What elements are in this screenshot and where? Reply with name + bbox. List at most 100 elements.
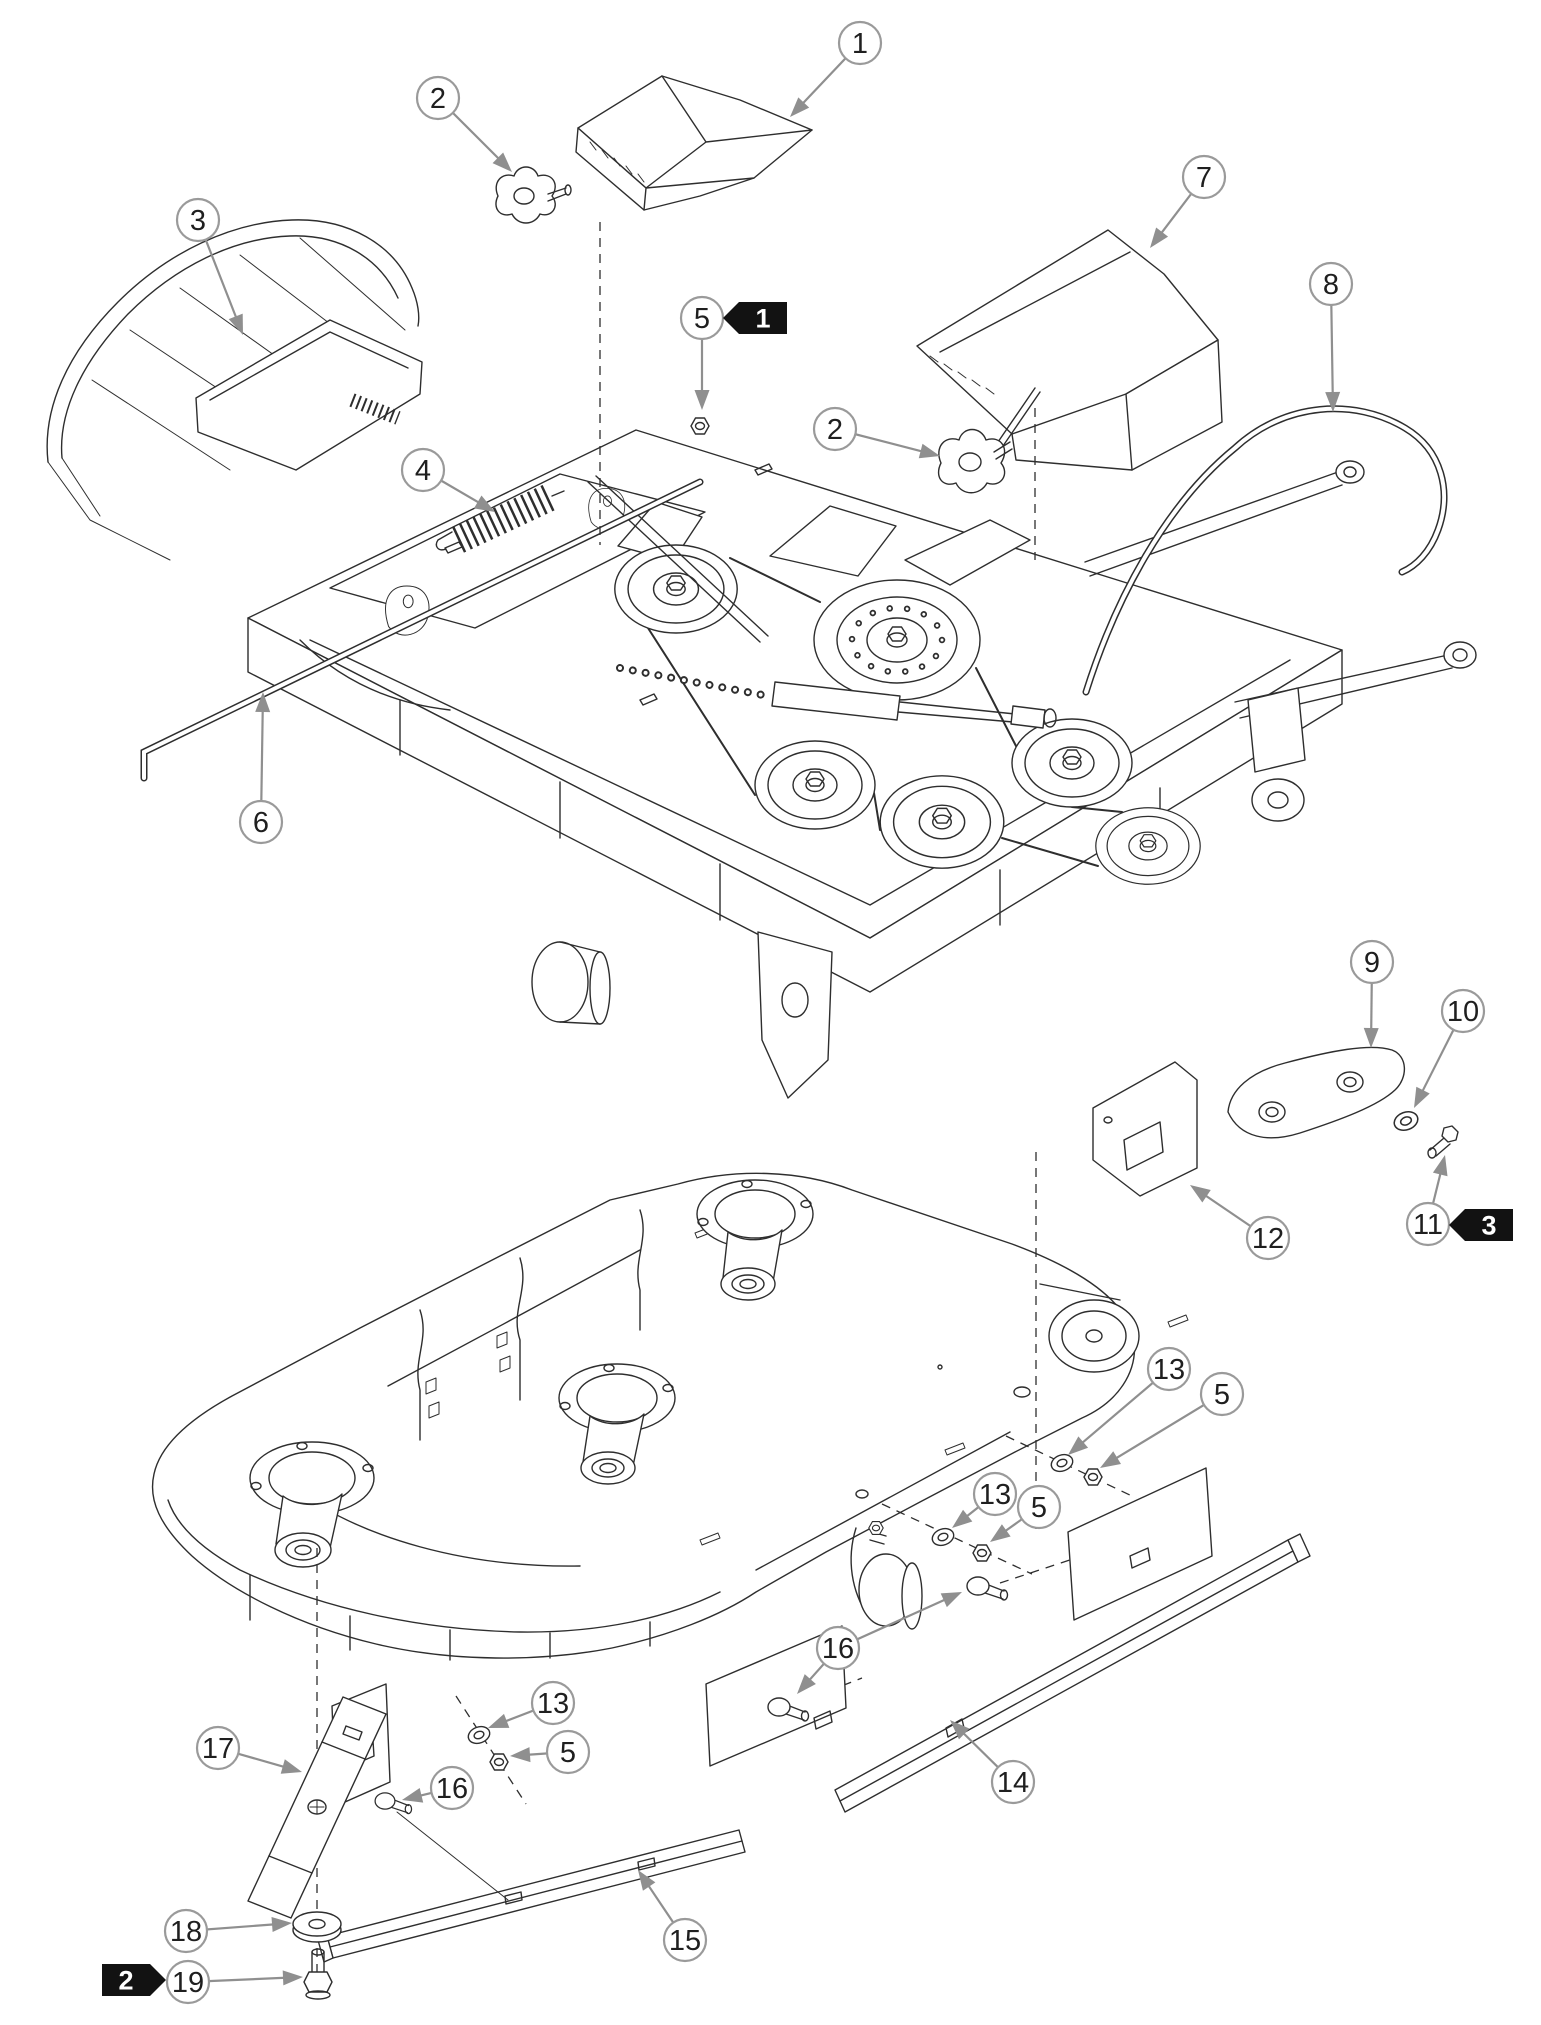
callout-circle — [238, 799, 284, 845]
part-13-washer — [929, 1525, 957, 1549]
part-5-nut — [1083, 1468, 1103, 1486]
callout-circle — [1199, 1371, 1245, 1417]
callout-circle — [1016, 1484, 1062, 1530]
part-13-washer — [1048, 1451, 1076, 1475]
callout-15: 15 — [638, 1870, 708, 1963]
part-11-bolt — [1427, 1125, 1459, 1159]
callout-circle — [1245, 1215, 1291, 1261]
callout-number: 15 — [669, 1925, 701, 1957]
mounting-hardware-right — [1092, 1046, 1459, 1197]
part-16-bolt — [374, 1792, 413, 1815]
callout-number: 5 — [1031, 1492, 1047, 1524]
callout-number: 6 — [253, 807, 269, 839]
callout-circle — [1181, 154, 1227, 200]
leader-arrowhead — [255, 692, 271, 713]
baffle-plate — [1067, 1467, 1213, 1621]
callout-number: 3 — [190, 205, 206, 237]
callout-number: 13 — [1153, 1354, 1185, 1386]
leader-arrowhead — [950, 1720, 970, 1740]
part-18-washer — [292, 1911, 342, 1943]
callout-number: 5 — [1214, 1379, 1230, 1411]
leader-arrowhead — [1190, 1185, 1211, 1203]
step-flag-2: 2 — [102, 1964, 166, 1996]
callout-number: 9 — [1364, 947, 1380, 979]
callout-12: 12 — [1190, 1185, 1291, 1261]
callout-number: 18 — [170, 1916, 202, 1948]
spindle-cones — [249, 1179, 814, 1568]
leader-arrowhead — [473, 495, 495, 512]
lower-assembly-drawing — [151, 1172, 1189, 1807]
flag-shape — [723, 302, 787, 334]
leader-arrowhead — [1068, 1436, 1089, 1455]
callout-circle — [429, 1765, 475, 1811]
leader-arrowhead — [402, 1788, 424, 1803]
callout-circle — [530, 1680, 576, 1726]
callout-number: 2 — [827, 414, 843, 446]
leader-arrowhead — [280, 1759, 302, 1774]
callout-circle — [990, 1759, 1036, 1805]
callout-6: 6 — [238, 692, 284, 845]
callout-circle — [1405, 1201, 1451, 1247]
callout-10: 10 — [1414, 988, 1486, 1108]
leader-arrowhead — [694, 390, 710, 410]
part-14-baffle — [834, 1533, 1311, 1813]
part-6-rod — [140, 478, 704, 782]
callout-number: 1 — [852, 28, 868, 60]
callout-number: 12 — [1252, 1223, 1284, 1255]
flag-number: 2 — [118, 1966, 133, 1996]
callout-number: 19 — [172, 1967, 204, 1999]
callout-circle — [545, 1729, 591, 1775]
callout-circle — [815, 1625, 861, 1671]
part-3-discharge-chute — [46, 219, 423, 561]
leader-arrowhead — [1100, 1451, 1121, 1468]
part-13-washer — [465, 1723, 493, 1747]
baffle-plate — [705, 1625, 847, 1767]
callout-4: 4 — [400, 447, 495, 512]
leader-arrowhead — [638, 1870, 656, 1891]
leader-arrowhead — [488, 1713, 510, 1728]
callout-circle — [812, 406, 858, 452]
callout-5: 5 — [679, 295, 725, 410]
part-5-nut — [690, 417, 710, 435]
callout-circle — [163, 1908, 209, 1954]
flag-number: 3 — [1481, 1211, 1496, 1241]
callout-13: 13 — [952, 1471, 1018, 1528]
callout-11: 11 — [1405, 1155, 1451, 1247]
callout-circle — [175, 197, 221, 243]
callout-number: 10 — [1447, 996, 1479, 1028]
callout-16: 16 — [797, 1592, 962, 1694]
callout-9: 9 — [1349, 939, 1395, 1048]
part-17-blade — [247, 1696, 387, 1919]
callout-circle — [415, 75, 461, 121]
callout-number: 16 — [436, 1773, 468, 1805]
callout-number: 8 — [1323, 269, 1339, 301]
spindle-cone — [249, 1441, 375, 1568]
callout-number: 14 — [997, 1767, 1029, 1799]
leader-arrowhead — [282, 1970, 303, 1986]
leader-arrowhead — [797, 1674, 816, 1694]
callout-number: 16 — [822, 1633, 854, 1665]
leader-arrowhead — [952, 1509, 973, 1528]
part-7-belt-cover — [916, 229, 1223, 471]
callout-2: 2 — [812, 406, 940, 459]
leader-arrowhead — [1414, 1086, 1430, 1108]
part-2-knob — [937, 428, 1013, 494]
callout-13: 13 — [488, 1680, 576, 1728]
callout-18: 18 — [163, 1908, 292, 1954]
callout-5: 5 — [1100, 1371, 1245, 1468]
part-16-bolt — [966, 1576, 1009, 1601]
hardware-and-baffles — [247, 1451, 1311, 2000]
leader-arrowhead — [1150, 227, 1169, 248]
callout-number: 5 — [694, 303, 710, 335]
step-flag-3: 3 — [1449, 1209, 1513, 1241]
callout-16: 16 — [402, 1765, 475, 1811]
upper-assembly-drawing — [46, 75, 1477, 1197]
part-5-nut — [972, 1544, 992, 1562]
clutch-pulley — [813, 579, 981, 701]
part-1-belt-cover — [575, 75, 813, 211]
callout-2: 2 — [415, 75, 512, 172]
callout-number: 13 — [537, 1688, 569, 1720]
callout-number: 17 — [202, 1733, 234, 1765]
